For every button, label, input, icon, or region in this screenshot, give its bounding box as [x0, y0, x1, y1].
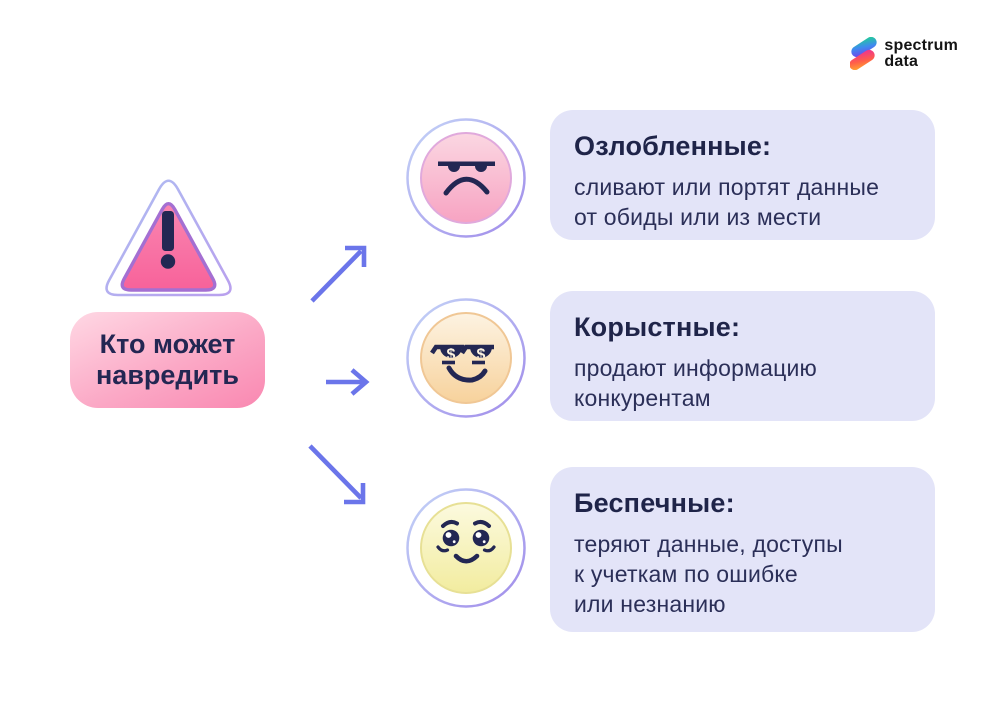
source-label-line-1: Кто может: [99, 329, 236, 359]
logo-wordmark: spectrum data: [884, 36, 958, 70]
threat-card-careless: Беспечные: теряют данные, доступы к учет…: [550, 467, 935, 632]
carefree-face-icon: [406, 488, 526, 608]
card-title: Беспечные:: [574, 488, 735, 518]
arrow-down-right-icon: [308, 444, 366, 505]
arrow-up-right-icon: [310, 245, 367, 303]
threat-card-angry: Озлобленные: сливают или портят данные о…: [550, 110, 935, 240]
warning-triangle-icon: [96, 168, 242, 300]
svg-text:$: $: [447, 347, 456, 364]
arrow-right-icon: [326, 368, 370, 396]
dollar-eye-left: $: [430, 344, 464, 365]
card-description: продают информацию конкурентам: [574, 355, 817, 411]
angry-face-icon: [406, 118, 526, 238]
card-description: теряют данные, доступы к учеткам по ошиб…: [574, 531, 843, 617]
threat-card-greedy: Корыстные: продают информацию конкурента…: [550, 291, 935, 421]
connector-arrows: [308, 245, 370, 505]
money-eyes-face-icon: $ $: [406, 298, 526, 418]
source-label: Кто может навредить: [70, 312, 265, 408]
svg-text:$: $: [477, 347, 486, 364]
logo-line-2: data: [884, 52, 919, 70]
source-label-line-2: навредить: [96, 360, 239, 390]
card-title: Корыстные:: [574, 312, 741, 342]
spectrum-data-logo: spectrum data: [850, 37, 958, 70]
logo-icon: [850, 37, 878, 70]
logo-line-1: spectrum: [884, 36, 958, 54]
card-description: сливают или портят данные от обиды или и…: [574, 174, 880, 230]
exclamation-icon: [160, 211, 176, 269]
dollar-eye-right: $: [460, 344, 494, 365]
card-title: Озлобленные:: [574, 131, 772, 161]
